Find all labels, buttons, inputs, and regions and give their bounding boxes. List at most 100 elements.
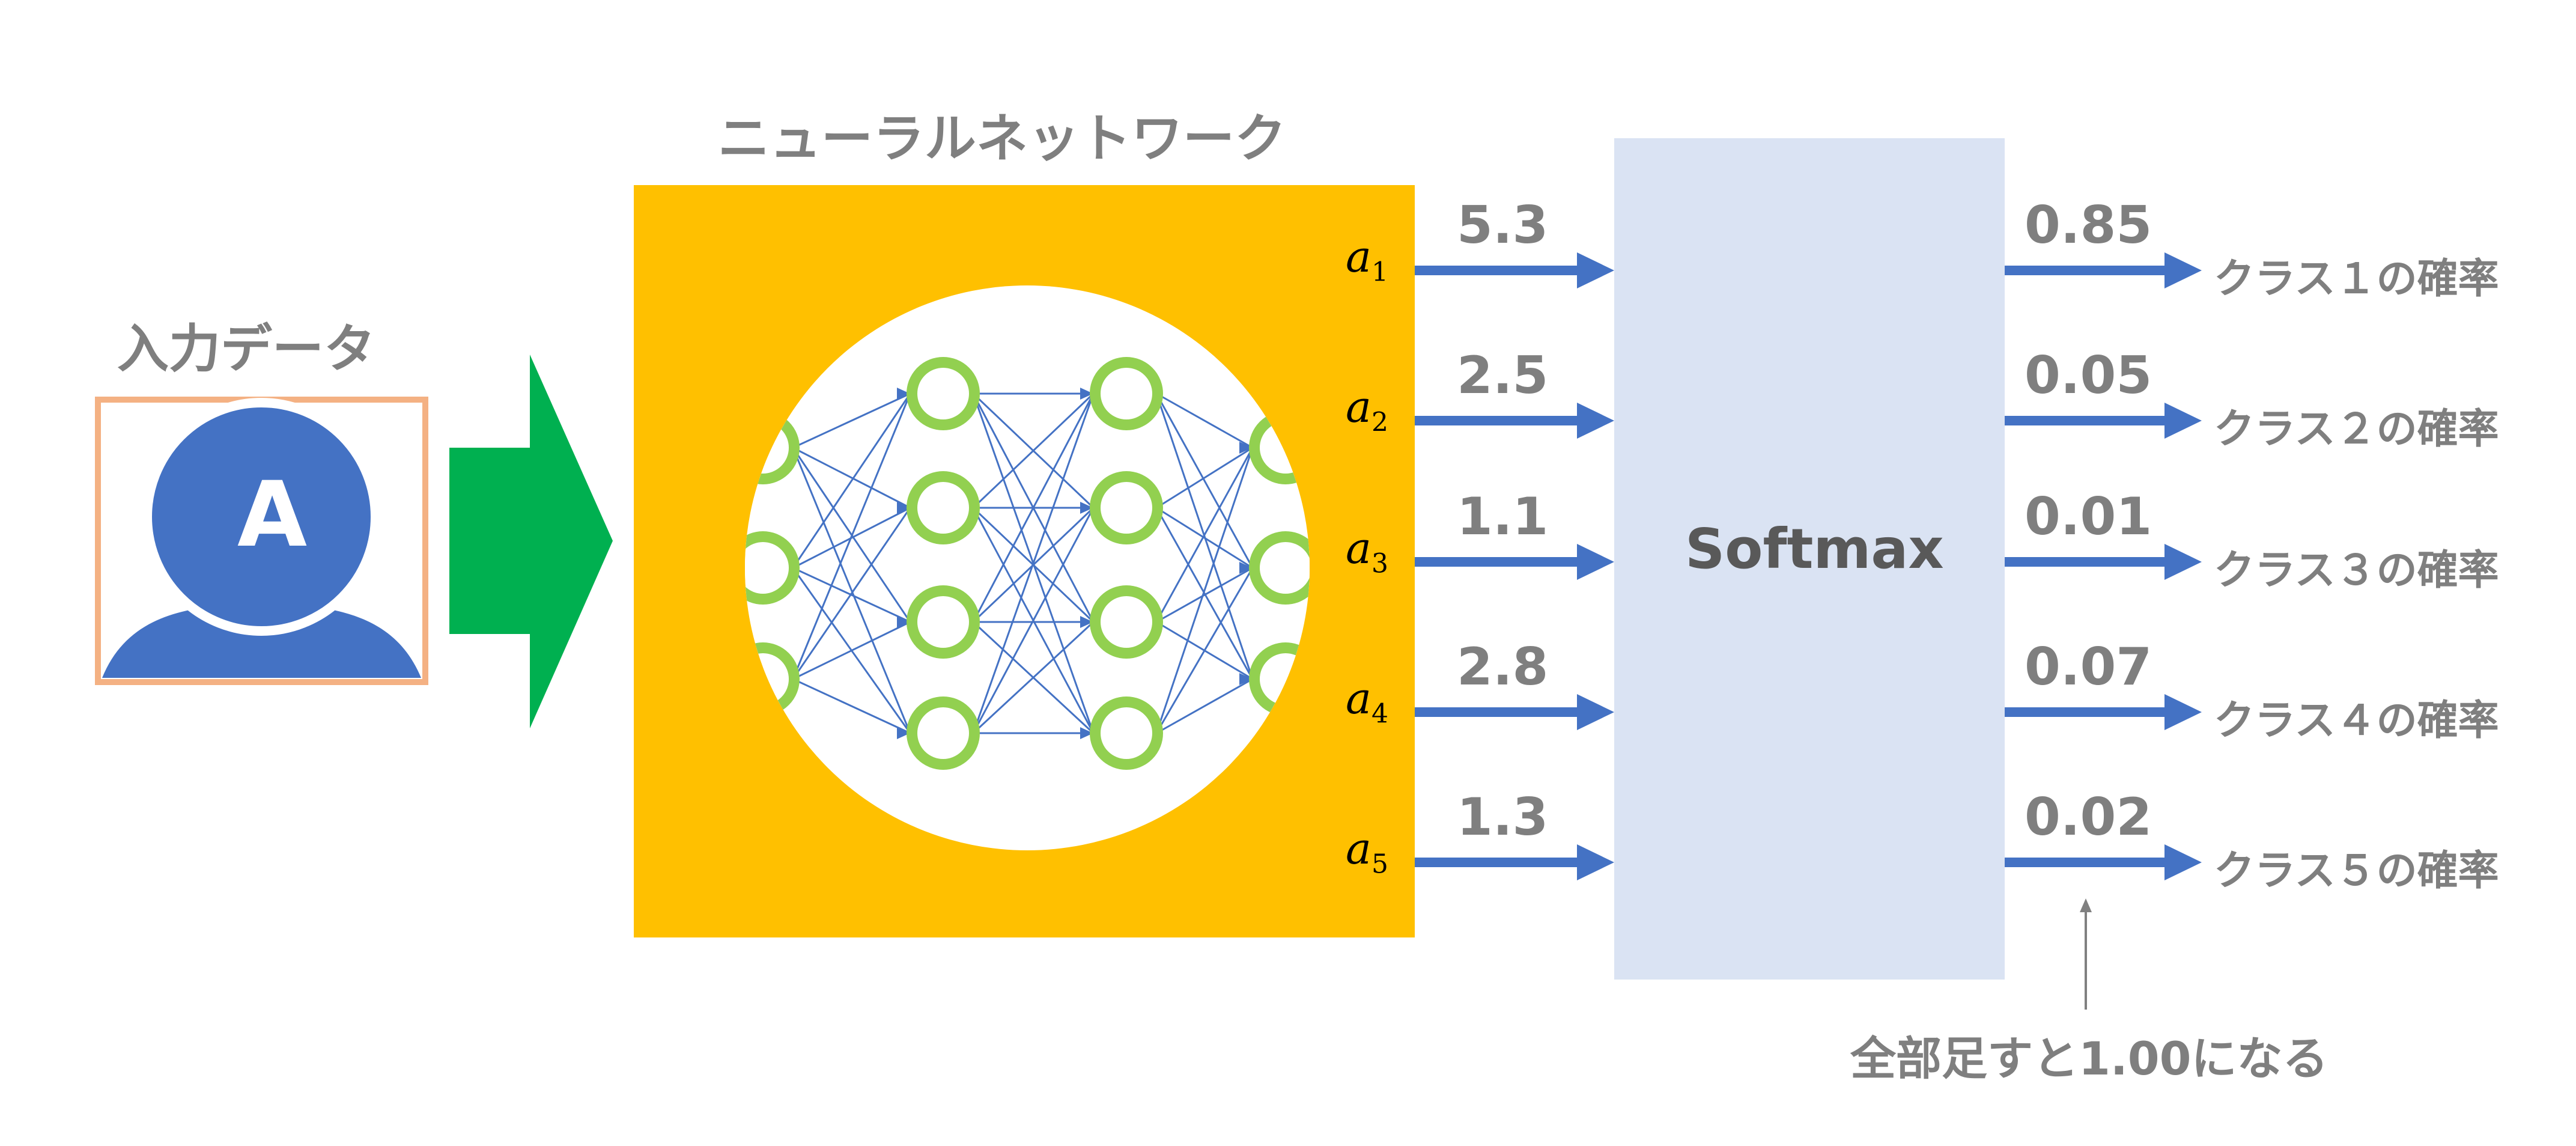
input-avatar xyxy=(95,397,428,685)
class-probability-label-5: クラス５の確率 xyxy=(2214,847,2499,895)
network-connection xyxy=(1155,447,1254,623)
connection-arrowhead xyxy=(1080,616,1093,628)
network-connection xyxy=(1155,567,1254,734)
activation-letter: a xyxy=(1346,523,1372,573)
network-graph xyxy=(745,357,1310,770)
arrow-group xyxy=(1415,252,2202,880)
class-probability-label-3: クラス３の確率 xyxy=(2214,547,2499,594)
output-arrow-2 xyxy=(2005,403,2202,439)
network-connection xyxy=(972,393,1095,734)
output-arrow-3 xyxy=(2005,544,2202,580)
activation-letter: a xyxy=(1346,673,1372,724)
output-arrow-4-head xyxy=(2164,694,2202,730)
network-connection xyxy=(1156,447,1253,509)
network-connection xyxy=(792,621,911,680)
network-node xyxy=(907,357,980,430)
output-arrow-1 xyxy=(2005,252,2202,288)
input-arrow-5 xyxy=(1415,844,1614,880)
network-connection xyxy=(792,393,911,680)
probability-value-3: 0.01 xyxy=(2025,487,2152,547)
avatar-body xyxy=(102,604,421,678)
network-node xyxy=(1090,357,1163,430)
network-node xyxy=(1090,696,1163,770)
activation-index: 5 xyxy=(1371,849,1388,880)
network-connection xyxy=(792,447,911,509)
output-arrow-2-head xyxy=(2164,403,2202,439)
input-data-title: 入力データ xyxy=(117,319,375,379)
class-probability-label-2: クラス２の確率 xyxy=(2214,406,2499,453)
network-connection xyxy=(972,392,1095,509)
input-arrow-4 xyxy=(1415,694,1614,730)
input-arrow-5-head xyxy=(1577,844,1614,880)
probability-value-2: 0.05 xyxy=(2025,346,2152,406)
network-connection xyxy=(1155,447,1254,734)
connection-arrowhead xyxy=(897,616,910,628)
network-connection xyxy=(1156,507,1253,569)
network-node xyxy=(1090,585,1163,659)
logit-value-2: 2.5 xyxy=(1457,346,1549,406)
activation-index: 3 xyxy=(1371,548,1388,579)
activation-symbol-3: a3 xyxy=(1346,523,1388,579)
input-arrow xyxy=(449,355,613,728)
output-arrow-3-head xyxy=(2164,544,2202,580)
connection-arrowhead xyxy=(897,502,910,514)
sum-note: 全部足すと1.00になる xyxy=(1850,1032,2328,1085)
activation-letter: a xyxy=(1346,382,1372,432)
activation-symbol-2: a2 xyxy=(1346,382,1388,437)
network-node xyxy=(907,696,980,770)
activation-letter: a xyxy=(1346,823,1372,874)
class-probability-label-1: クラス１の確率 xyxy=(2214,255,2499,303)
network-connection xyxy=(1156,678,1253,734)
network-connection xyxy=(792,447,911,734)
output-arrow-5-head xyxy=(2164,844,2202,880)
activation-index: 1 xyxy=(1371,257,1388,288)
probability-value-5: 0.02 xyxy=(2025,787,2152,847)
connection-arrowhead xyxy=(1080,388,1093,400)
avatar-head xyxy=(142,398,380,636)
output-arrow-5 xyxy=(2005,844,2202,880)
connection-arrowhead xyxy=(1239,673,1253,685)
network-connection xyxy=(1155,507,1254,680)
input-arrow-2-head xyxy=(1577,403,1614,439)
connection-arrowhead xyxy=(1080,502,1093,514)
connection-arrowhead xyxy=(1080,727,1093,739)
logit-value-4: 2.8 xyxy=(1457,637,1549,697)
network-connection xyxy=(792,393,911,568)
softmax-box xyxy=(1614,138,2005,980)
network-connection xyxy=(1155,393,1254,568)
network-node xyxy=(907,585,980,659)
network-connection xyxy=(972,621,1095,734)
probability-value-1: 0.85 xyxy=(2025,195,2152,255)
output-arrow-4 xyxy=(2005,694,2202,730)
note-pointer-head xyxy=(2080,898,2092,912)
network-connection xyxy=(1156,392,1253,449)
input-arrow-2 xyxy=(1415,403,1614,439)
activation-symbol-5: a5 xyxy=(1346,823,1388,879)
connection-arrowhead xyxy=(1239,442,1253,454)
network-connection xyxy=(972,507,1095,734)
activation-index: 2 xyxy=(1371,407,1388,438)
input-arrow-4-head xyxy=(1577,694,1614,730)
network-node xyxy=(1090,471,1163,544)
network-node xyxy=(1249,531,1310,605)
activation-symbol-1: a1 xyxy=(1346,231,1388,287)
softmax-label: Softmax xyxy=(1685,517,1944,581)
input-arrow-1 xyxy=(1415,252,1614,288)
network-connection xyxy=(792,507,911,680)
logit-value-1: 5.3 xyxy=(1457,195,1549,255)
network-node xyxy=(907,471,980,544)
logit-value-3: 1.1 xyxy=(1457,487,1549,547)
network-node xyxy=(745,531,800,605)
input-arrow-3 xyxy=(1415,544,1614,580)
network-connection xyxy=(792,678,911,734)
connection-arrowhead xyxy=(897,388,910,400)
activation-index: 4 xyxy=(1371,698,1388,730)
network-circle xyxy=(745,285,1310,850)
activation-letter: a xyxy=(1346,231,1372,282)
input-arrow-1-head xyxy=(1577,252,1614,288)
neural-network-title: ニューラルネットワーク xyxy=(718,109,1286,169)
input-arrow-3-head xyxy=(1577,544,1614,580)
network-connection xyxy=(792,392,911,449)
network-connection xyxy=(972,393,1095,623)
